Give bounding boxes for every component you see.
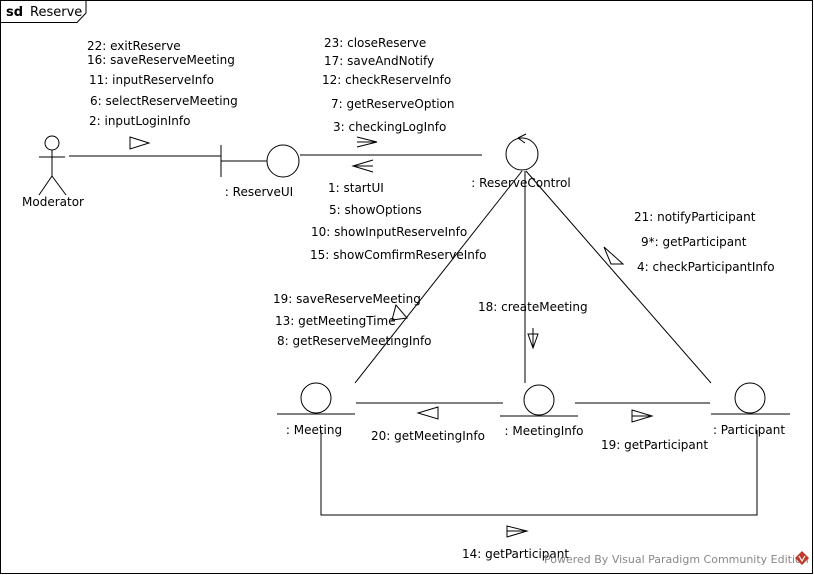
entity-meeting[interactable]: : Meeting (277, 382, 355, 437)
actor-moderator[interactable]: Moderator (22, 135, 84, 209)
messages-control-to-ui: 1: startUI 5: showOptions 10: showInputR… (310, 181, 486, 262)
frame-label-box (0, 0, 87, 23)
message-label: 19: getParticipant (601, 438, 708, 452)
message-label: 6: selectReserveMeeting (90, 94, 238, 108)
message-arrow-right-icon (356, 136, 378, 148)
message-label: 2: inputLoginInfo (89, 114, 190, 128)
entity-label: : Participant (713, 423, 785, 437)
message-label: 8: getReserveMeetingInfo (277, 334, 432, 348)
message-label: 5: showOptions (329, 203, 422, 217)
messages-control-to-meeting: 19: saveReserveMeeting 13: getMeetingTim… (273, 292, 432, 348)
control-circle (505, 137, 539, 171)
message-label: 4: checkParticipantInfo (637, 260, 775, 274)
actor-left-leg (38, 175, 53, 196)
message-arrow-right-icon (506, 525, 529, 538)
message-label: 15: showComfirmReserveInfo (310, 248, 486, 262)
frame-name: Reserve (30, 5, 82, 20)
message-arrow-left-icon (351, 159, 374, 173)
message-arrow-right-icon (129, 136, 151, 150)
link-meeting-participant (320, 430, 758, 516)
message-label: 13: getMeetingTime (275, 314, 396, 328)
entity-label: : MeetingInfo (505, 424, 584, 438)
control-arrowhead (517, 133, 527, 144)
message-label: 21: notifyParticipant (634, 210, 756, 224)
message-label: 11: inputReserveInfo (89, 73, 214, 87)
messages-actor-to-ui: 22: exitReserve 16: saveReserveMeeting 1… (87, 39, 238, 128)
message-label: 12: checkReserveInfo (322, 73, 451, 87)
message-label: 16: saveReserveMeeting (87, 53, 235, 67)
boundary-label: : ReserveUI (225, 185, 293, 199)
message-label: 7: getReserveOption (331, 97, 454, 111)
actor-label: Moderator (22, 195, 84, 209)
entity-circle (523, 384, 555, 416)
control-label: : ReserveControl (471, 176, 570, 190)
message-arrow-diagonal-icon (391, 303, 408, 321)
message-label: 1: startUI (328, 181, 384, 195)
message-label: 19: saveReserveMeeting (273, 292, 421, 306)
message-label: 3: checkingLogInfo (333, 120, 446, 134)
message-label: 23: closeReserve (324, 36, 426, 50)
link-control-participant (525, 170, 712, 384)
watermark-text: Powered By Visual Paradigm Community Edi… (544, 553, 809, 566)
actor-right-leg (51, 175, 67, 196)
entity-participant[interactable]: : Participant (711, 382, 790, 437)
message-label: 14: getParticipant (462, 547, 569, 561)
boundary-reserveui[interactable]: : ReserveUI (220, 144, 300, 199)
entity-meetinginfo[interactable]: : MeetingInfo (500, 384, 584, 438)
message-arrow-left-icon (416, 406, 439, 420)
actor-head (44, 135, 60, 151)
message-label: 17: saveAndNotify (324, 54, 434, 68)
message-arrow-diagonal-icon (603, 246, 625, 265)
message-label: 18: createMeeting (478, 300, 588, 314)
message-label: 20: getMeetingInfo (371, 429, 485, 443)
control-reservecontrol[interactable]: : ReserveControl (471, 133, 571, 190)
messages-ui-to-control: 23: closeReserve 17: saveAndNotify 12: c… (322, 36, 454, 134)
entity-circle (300, 382, 332, 414)
messages-control-to-participant: 21: notifyParticipant 9*: getParticipant… (634, 210, 775, 274)
message-label: 22: exitReserve (87, 39, 181, 53)
entity-label: : Meeting (286, 423, 342, 437)
message-arrow-right-icon (631, 409, 654, 423)
message-arrow-down-icon (527, 328, 539, 350)
visual-paradigm-logo-icon (795, 551, 809, 565)
message-label: 10: showInputReserveInfo (311, 225, 467, 239)
entity-circle (734, 382, 766, 414)
boundary-circle (266, 144, 300, 178)
link-control-meeting (354, 170, 523, 384)
frame-keyword: sd (6, 5, 23, 20)
message-label: 9*: getParticipant (641, 235, 747, 249)
